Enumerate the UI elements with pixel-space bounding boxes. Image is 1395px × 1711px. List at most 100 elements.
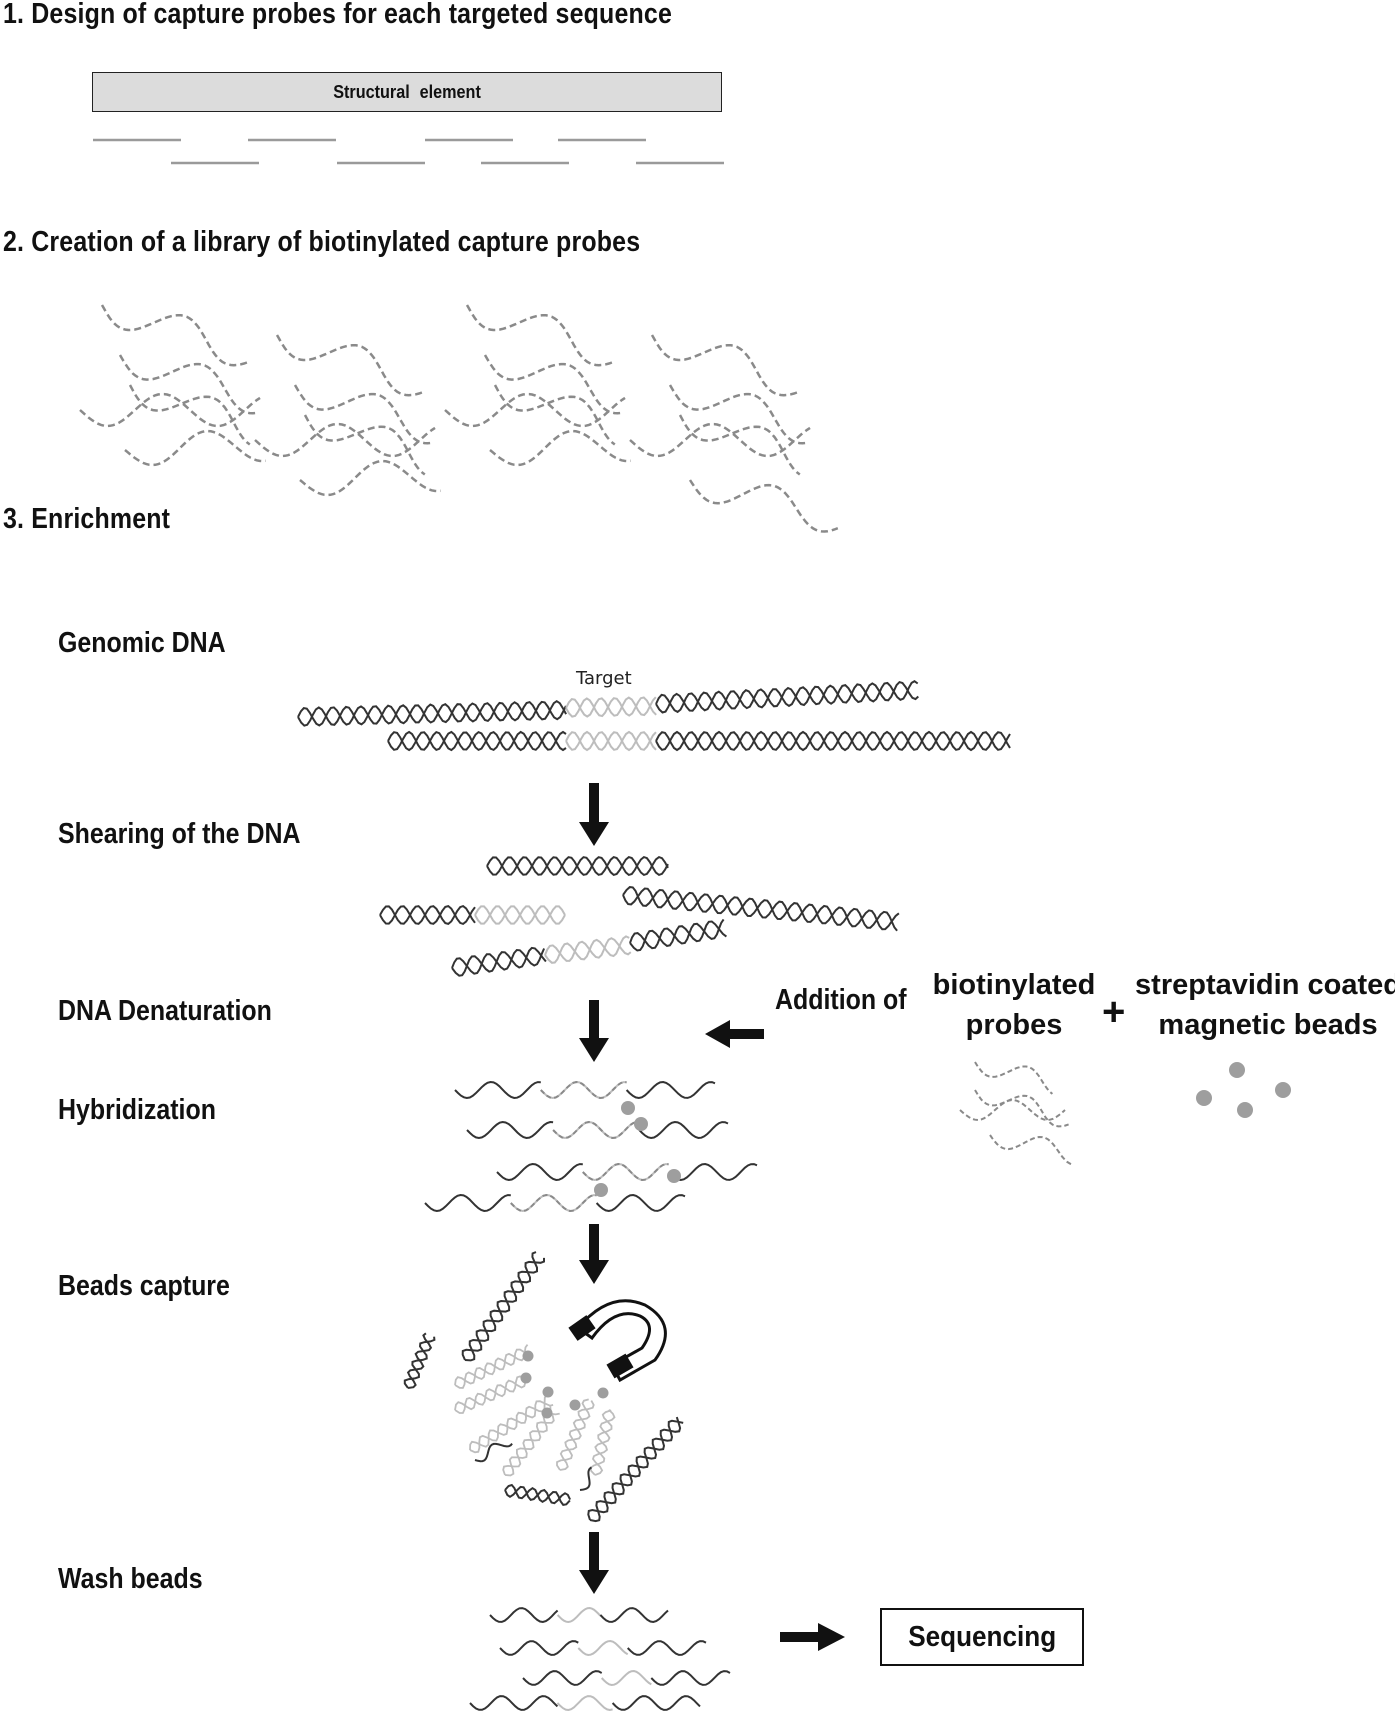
- strand: [466, 1120, 554, 1140]
- probes-label-line2: probes: [965, 1009, 1063, 1041]
- bead: [634, 1117, 648, 1131]
- bead: [522, 1350, 534, 1362]
- probe-cluster: [254, 334, 441, 497]
- sequencing-box: Sequencing: [880, 1608, 1084, 1666]
- sheared-dna-fragments: [379, 855, 900, 977]
- hybrid-row: [424, 1193, 686, 1213]
- helix-strand: [297, 699, 567, 727]
- probe: [959, 1099, 1066, 1122]
- strand: [577, 1639, 629, 1657]
- bead: [667, 1169, 681, 1183]
- probe-cluster: [79, 304, 266, 467]
- arrow-shaft: [589, 783, 599, 824]
- probe: [989, 1134, 1074, 1166]
- structural-element-box: Structural element: [92, 72, 722, 112]
- helix-strand: [502, 1412, 560, 1476]
- probe: [275, 334, 423, 397]
- bead: [569, 1399, 581, 1411]
- helix-strand: [486, 855, 669, 877]
- probes-label-line1: biotinylated: [932, 969, 1096, 1001]
- left-arrow: [705, 1020, 764, 1048]
- helix-strand: [629, 918, 725, 950]
- helix-strand: [379, 905, 476, 926]
- helix-strand: [589, 1416, 682, 1523]
- arrow-shaft: [589, 1532, 599, 1572]
- helix-strand: [559, 1400, 595, 1471]
- helix: [629, 918, 728, 952]
- bead: [597, 1387, 609, 1399]
- strand: [496, 1162, 583, 1182]
- helix-strand: [655, 680, 919, 714]
- helix: [379, 904, 476, 926]
- arrow-shaft: [728, 1029, 764, 1039]
- strand: [625, 1080, 716, 1100]
- helix-strand: [622, 886, 900, 931]
- wash-row: [522, 1669, 731, 1687]
- arrow-head: [705, 1020, 730, 1048]
- probe: [540, 1080, 627, 1100]
- helix-strand: [387, 730, 567, 752]
- probe: [493, 384, 616, 446]
- helix-strand: [556, 1398, 591, 1471]
- probe: [582, 1162, 669, 1182]
- down-arrow: [579, 1532, 609, 1594]
- magnet-icon: [568, 1299, 667, 1383]
- arrow-head: [579, 1038, 609, 1062]
- probes-label: biotinylated probes: [924, 965, 1104, 1045]
- probe-tiling-lines: [93, 138, 724, 165]
- probe: [444, 392, 626, 428]
- helix-strand: [451, 948, 546, 975]
- washed-strands: [469, 1606, 731, 1711]
- helix: [461, 1251, 545, 1362]
- helix-strand: [469, 1400, 554, 1454]
- helix-strand: [655, 730, 1011, 752]
- bead: [594, 1183, 608, 1197]
- arrow-head: [579, 1260, 609, 1284]
- helix-strand: [655, 680, 919, 714]
- helix: [403, 1332, 436, 1389]
- probe: [974, 1089, 1069, 1128]
- strand: [626, 1640, 707, 1656]
- strand: [611, 1695, 701, 1711]
- strand: [579, 1466, 593, 1491]
- strand: [489, 1607, 559, 1624]
- helix-strand: [469, 1394, 548, 1451]
- helix-strand: [655, 730, 1011, 752]
- helix: [587, 1416, 684, 1523]
- addition-label: Addition of: [775, 984, 907, 1016]
- section-2-heading: 2. Creation of a library of biotinylated…: [3, 226, 641, 258]
- strand: [599, 1607, 669, 1624]
- helix: [451, 946, 547, 977]
- probe: [629, 422, 811, 458]
- hybridized-strands: [424, 1080, 758, 1213]
- beads-label-line2: magnetic beads: [1158, 1009, 1378, 1041]
- helix-strand: [461, 1251, 538, 1361]
- bead: [1275, 1082, 1291, 1098]
- probe: [552, 1120, 640, 1140]
- bead: [520, 1372, 532, 1384]
- helix-strand: [622, 887, 898, 932]
- step-shearing: Shearing of the DNA: [58, 818, 301, 850]
- helix-strand: [451, 946, 547, 977]
- helix-strand: [454, 1348, 533, 1386]
- arrow-head: [818, 1623, 845, 1651]
- probe-library: [79, 304, 839, 533]
- helix: [655, 680, 919, 714]
- step-genomic-dna: Genomic DNA: [58, 627, 226, 659]
- strand: [522, 1670, 603, 1686]
- strand: [638, 1120, 729, 1140]
- strand: [600, 1669, 652, 1687]
- helix-strand: [587, 1419, 684, 1521]
- helix: [469, 1394, 554, 1454]
- beads-label-line1: streptavidin coated: [1135, 969, 1395, 1001]
- probe: [465, 304, 613, 367]
- hybrid-row: [496, 1162, 758, 1182]
- strand: [499, 1640, 579, 1656]
- helix-strand: [629, 920, 728, 952]
- helix: [502, 1406, 560, 1477]
- section-1-heading: 1. Design of capture probes for each tar…: [3, 0, 672, 30]
- strand: [424, 1193, 511, 1213]
- hybrid-row: [466, 1120, 729, 1140]
- helix-strand: [297, 700, 567, 727]
